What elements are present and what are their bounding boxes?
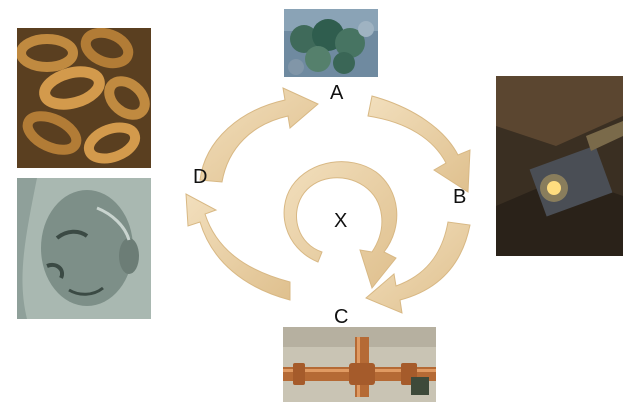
arrow-inner-x [283,161,398,290]
image-d-rusty-chain [17,28,151,168]
image-c-copper-pipes [283,327,436,402]
arrow-b-to-c [365,221,471,314]
label-c: C [334,306,349,328]
image-a-mineral-ore [284,9,378,77]
arrow-c-to-d [185,193,291,301]
image-d-statue-face [17,178,151,319]
label-d: D [193,166,208,188]
arrow-a-to-b [367,95,471,193]
label-b: B [453,186,467,208]
arrow-d-to-a [199,87,319,183]
label-a: A [330,82,344,104]
image-b-mine-tunnel [496,76,623,256]
label-x: X [334,210,348,232]
